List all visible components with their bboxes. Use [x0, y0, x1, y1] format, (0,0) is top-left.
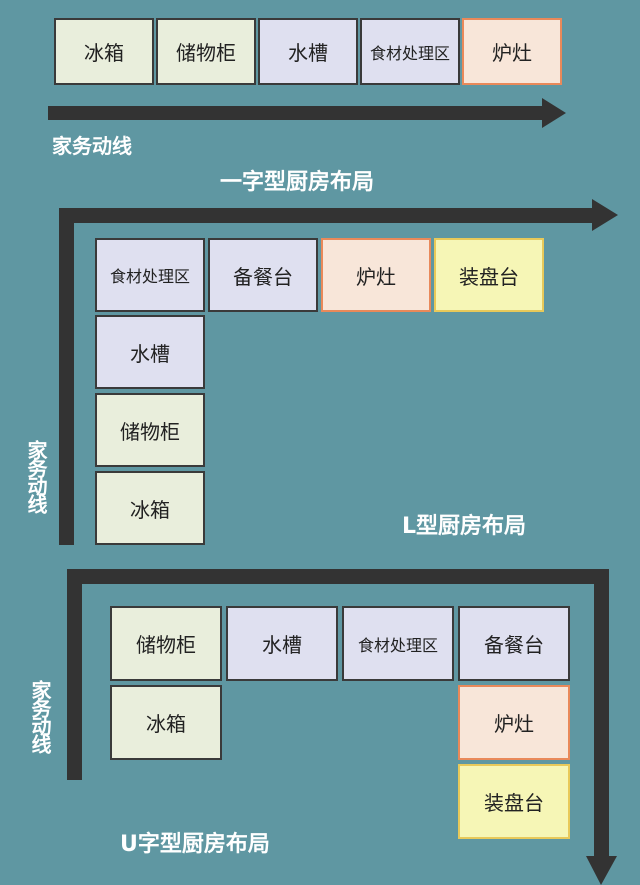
- l-flow-label: 家务动线: [24, 440, 48, 512]
- u-station-fridge: 冰箱: [110, 685, 222, 760]
- u-flow-arrow: [67, 569, 617, 885]
- straight-flow-label: 家务动线: [52, 134, 132, 158]
- l-station-storage: 储物柜: [95, 393, 205, 467]
- l-station-fridge: 冰箱: [95, 471, 205, 545]
- l-station-serving-counter: 备餐台: [208, 238, 318, 312]
- u-station-prep-area: 食材处理区: [342, 606, 454, 681]
- u-station-storage: 储物柜: [110, 606, 222, 681]
- straight-layout-title: 一字型厨房布局: [220, 170, 375, 195]
- station-fridge: 冰箱: [54, 18, 154, 85]
- u-station-sink: 水槽: [226, 606, 338, 681]
- station-stove: 炉灶: [462, 18, 562, 85]
- l-flow-arrow: [59, 199, 618, 545]
- straight-flow-arrow: [48, 98, 566, 128]
- l-layout-title: L型厨房布局: [402, 514, 527, 539]
- station-prep-area: 食材处理区: [360, 18, 460, 85]
- l-station-stove: 炉灶: [321, 238, 431, 312]
- u-station-stove: 炉灶: [458, 685, 570, 760]
- station-storage: 储物柜: [156, 18, 256, 85]
- l-station-sink: 水槽: [95, 315, 205, 389]
- station-sink: 水槽: [258, 18, 358, 85]
- l-station-plating-counter: 装盘台: [434, 238, 544, 312]
- u-layout-title: U字型厨房布局: [120, 832, 270, 857]
- u-station-serving-counter: 备餐台: [458, 606, 570, 681]
- l-station-prep-area: 食材处理区: [95, 238, 205, 312]
- u-station-plating-counter: 装盘台: [458, 764, 570, 839]
- u-flow-label: 家务动线: [28, 680, 52, 752]
